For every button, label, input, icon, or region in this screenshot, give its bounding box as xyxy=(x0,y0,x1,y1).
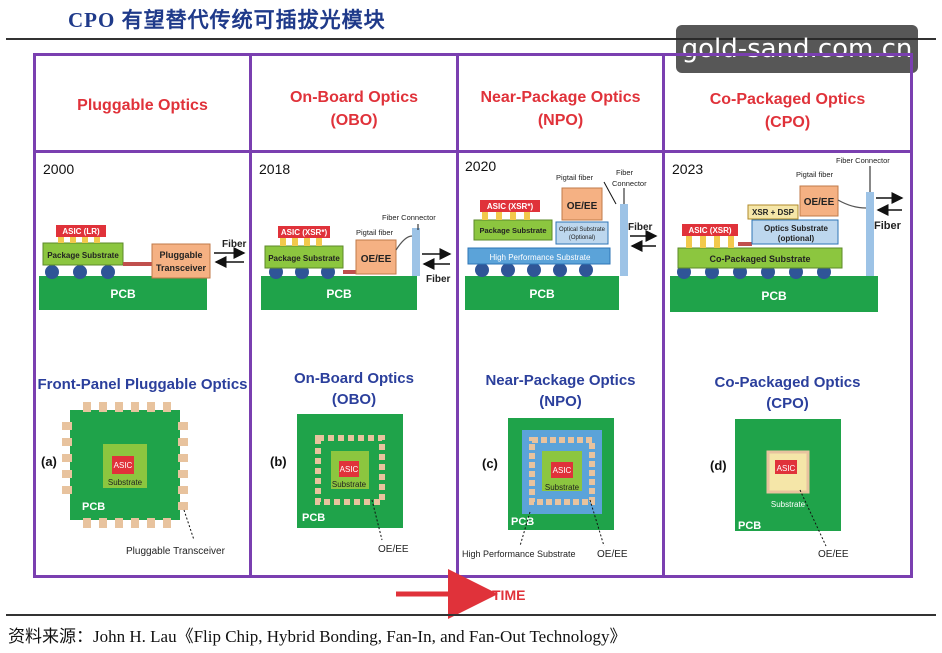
svg-text:Substrate: Substrate xyxy=(545,483,580,492)
pluggable-transceiver xyxy=(151,243,211,279)
column-divider-1 xyxy=(249,53,252,578)
pluggable-top-view: ASIC Substrate PCB (a) Pluggable Transce… xyxy=(41,402,226,557)
solder-ball xyxy=(101,265,115,279)
svg-text:PCB: PCB xyxy=(511,516,534,528)
year-label: 2020 xyxy=(465,158,497,174)
svg-text:Pigtail fiber: Pigtail fiber xyxy=(356,228,394,237)
column-title-obo: On-Board Optics(OBO) xyxy=(289,89,418,129)
svg-text:OE/EE: OE/EE xyxy=(361,254,392,265)
svg-text:OE/EE: OE/EE xyxy=(378,544,409,555)
obo-top-view: ASIC Substrate PCB (b) OE/EE xyxy=(270,414,409,555)
svg-text:PCB: PCB xyxy=(761,289,787,303)
fiber-label: Fiber xyxy=(222,239,247,250)
svg-text:Pigtail fiber: Pigtail fiber xyxy=(796,170,834,179)
cpo-top-view: ASIC Substrate PCB (d) OE/EE xyxy=(710,419,849,560)
obo-cross-section: PCB Package Substrate ASIC (XSR*) OE/EE … xyxy=(261,213,452,310)
svg-text:Substrate: Substrate xyxy=(332,480,367,489)
svg-text:ASIC: ASIC xyxy=(777,464,796,473)
svg-text:Connector: Connector xyxy=(612,179,647,188)
svg-text:Substrate: Substrate xyxy=(771,500,806,509)
svg-text:Co-Packaged Substrate: Co-Packaged Substrate xyxy=(709,254,810,264)
svg-text:ASIC (XSR*): ASIC (XSR*) xyxy=(281,228,328,237)
svg-text:PCB: PCB xyxy=(529,287,555,301)
svg-text:Fiber Connector: Fiber Connector xyxy=(382,213,436,222)
svg-text:High Performance Substrate: High Performance Substrate xyxy=(490,253,591,262)
svg-text:ASIC: ASIC xyxy=(340,465,359,474)
footer-divider xyxy=(6,614,936,616)
svg-text:Pluggable Transceiver: Pluggable Transceiver xyxy=(126,546,226,557)
source-footnote: 资料来源：John H. Lau《Flip Chip, Hybrid Bondi… xyxy=(8,627,627,646)
svg-text:Package Substrate: Package Substrate xyxy=(479,226,546,235)
svg-text:ASIC (XSR): ASIC (XSR) xyxy=(688,226,731,235)
pcb-board xyxy=(39,276,207,310)
header-divider xyxy=(6,38,936,40)
svg-text:ASIC: ASIC xyxy=(114,461,133,470)
pluggable-cross-section: PCB Package Substrate ASIC (LR) Pluggabl… xyxy=(39,225,247,310)
pcb-board xyxy=(261,276,417,310)
header-row-divider xyxy=(33,150,913,153)
cpo-cross-section: PCB Co-Packaged Substrate ASIC (XSR) Opt… xyxy=(670,156,904,312)
svg-text:ASIC (XSR*): ASIC (XSR*) xyxy=(487,202,534,211)
svg-text:Optical Substrate: Optical Substrate xyxy=(559,227,606,233)
svg-text:Optics Substrate: Optics Substrate xyxy=(764,224,829,233)
svg-text:PCB: PCB xyxy=(738,520,761,532)
svg-text:Fiber: Fiber xyxy=(426,274,451,285)
diagram-title-npo: Near-Package Optics(NPO) xyxy=(485,372,636,410)
column-title-cpo: Co-Packaged Optics(CPO) xyxy=(709,91,866,131)
diagram-title-pluggable: Front-Panel Pluggable Optics xyxy=(37,376,248,393)
diagram-title-cpo: Co-Packaged Optics(CPO) xyxy=(714,374,861,412)
svg-text:Pluggable: Pluggable xyxy=(159,250,202,260)
time-label: TIME xyxy=(492,587,525,603)
column-title-npo: Near-Package Optics(NPO) xyxy=(480,89,641,129)
column-divider-3 xyxy=(662,53,665,578)
svg-text:High Performance Substrate: High Performance Substrate xyxy=(462,549,576,559)
year-label: 2018 xyxy=(259,161,291,177)
svg-text:Package Substrate: Package Substrate xyxy=(268,254,340,263)
npo-cross-section: PCB High Performance Substrate Package S… xyxy=(465,168,658,310)
page-title: CPO 有望替代传统可插拔光模块 xyxy=(68,8,386,32)
diagram-title-obo: On-Board Optics(OBO) xyxy=(293,370,414,408)
svg-text:(b): (b) xyxy=(270,454,287,469)
svg-text:(d): (d) xyxy=(710,458,727,473)
svg-text:OE/EE: OE/EE xyxy=(567,201,598,212)
npo-top-view: ASIC Substrate PCB (c) High Performance … xyxy=(462,418,628,560)
svg-text:PCB: PCB xyxy=(326,287,352,301)
svg-text:OE/EE: OE/EE xyxy=(818,549,849,560)
asic-chip xyxy=(56,225,106,237)
asic-label: ASIC (LR) xyxy=(62,227,100,236)
solder-ball xyxy=(73,265,87,279)
svg-text:(optional): (optional) xyxy=(778,234,815,243)
svg-text:ASIC: ASIC xyxy=(553,466,572,475)
svg-text:OE/EE: OE/EE xyxy=(597,549,628,560)
year-label: 2023 xyxy=(672,161,704,177)
svg-text:PCB: PCB xyxy=(82,501,105,513)
svg-text:(Optional): (Optional) xyxy=(569,235,595,241)
time-arrow: TIME xyxy=(396,569,525,619)
svg-text:(a): (a) xyxy=(41,454,57,469)
package-substrate-label: Package Substrate xyxy=(47,251,119,260)
svg-text:XSR + DSP: XSR + DSP xyxy=(752,208,795,217)
svg-text:Fiber: Fiber xyxy=(628,222,653,233)
watermark: gold-sand.com.cn xyxy=(676,25,918,73)
column-divider-2 xyxy=(456,53,459,578)
svg-text:Fiber: Fiber xyxy=(616,168,634,177)
svg-text:OE/EE: OE/EE xyxy=(804,197,835,208)
svg-text:PCB: PCB xyxy=(302,512,325,524)
solder-ball xyxy=(45,265,59,279)
svg-text:Pigtail fiber: Pigtail fiber xyxy=(556,173,594,182)
column-title-pluggable: Pluggable Optics xyxy=(77,97,208,114)
pcb-label: PCB xyxy=(110,287,136,301)
svg-text:Transceiver: Transceiver xyxy=(156,263,207,273)
svg-text:Fiber: Fiber xyxy=(874,220,902,232)
svg-text:Fiber Connector: Fiber Connector xyxy=(836,156,890,165)
svg-text:(c): (c) xyxy=(482,456,498,471)
svg-text:Substrate: Substrate xyxy=(108,478,143,487)
year-label: 2000 xyxy=(43,161,75,177)
